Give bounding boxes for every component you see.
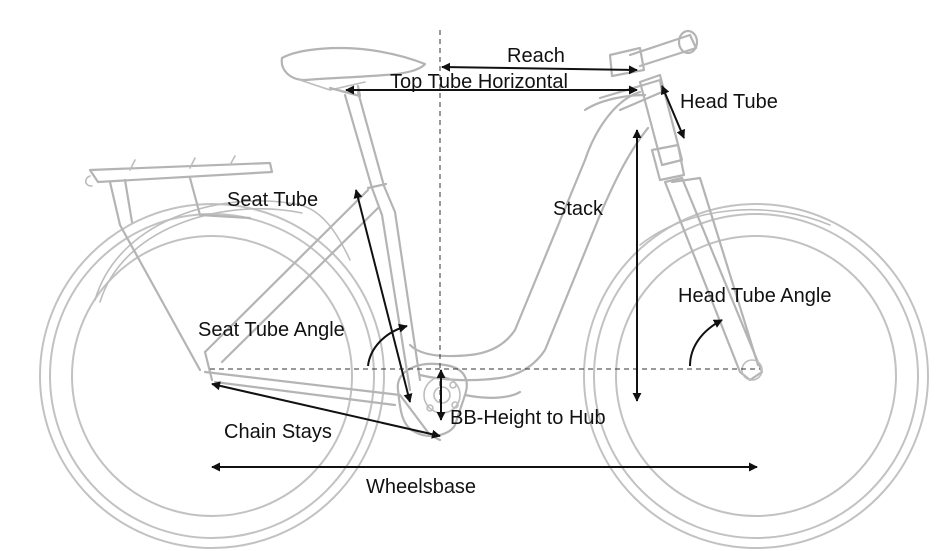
seat-tube-label: Seat Tube [227, 189, 318, 211]
top-tube-horizontal-label: Top Tube Horizontal [390, 71, 568, 93]
fork-and-head-tube [638, 73, 764, 382]
seat-tube-dimension-arrow [353, 189, 413, 403]
rear-rack [84, 155, 274, 372]
seat-tube-angle-arrow [367, 323, 408, 367]
stack-label: Stack [553, 198, 604, 220]
head-tube-label: Head Tube [680, 91, 778, 113]
rear-fender [94, 200, 351, 301]
reach-label: Reach [507, 45, 565, 67]
chain-stay-dimension-arrow [211, 381, 441, 439]
wheelsbase-label: Wheelsbase [366, 476, 476, 498]
down-tube [408, 90, 642, 358]
front-fender [639, 208, 831, 246]
head-tube-angle-arrow [689, 319, 723, 367]
head-tube-dimension-arrow [661, 85, 685, 139]
seat-stay [203, 188, 380, 364]
seat-tube-shape [343, 90, 422, 392]
chain-stays-label: Chain Stays [224, 421, 332, 443]
head-tube-angle-label: Head Tube Angle [678, 285, 831, 307]
seat-tube-angle-label: Seat Tube Angle [198, 319, 345, 341]
front-wheel [583, 203, 929, 549]
reach-dimension-arrow [441, 62, 638, 75]
bb-height-to-hub-label: BB-Height to Hub [450, 407, 606, 429]
